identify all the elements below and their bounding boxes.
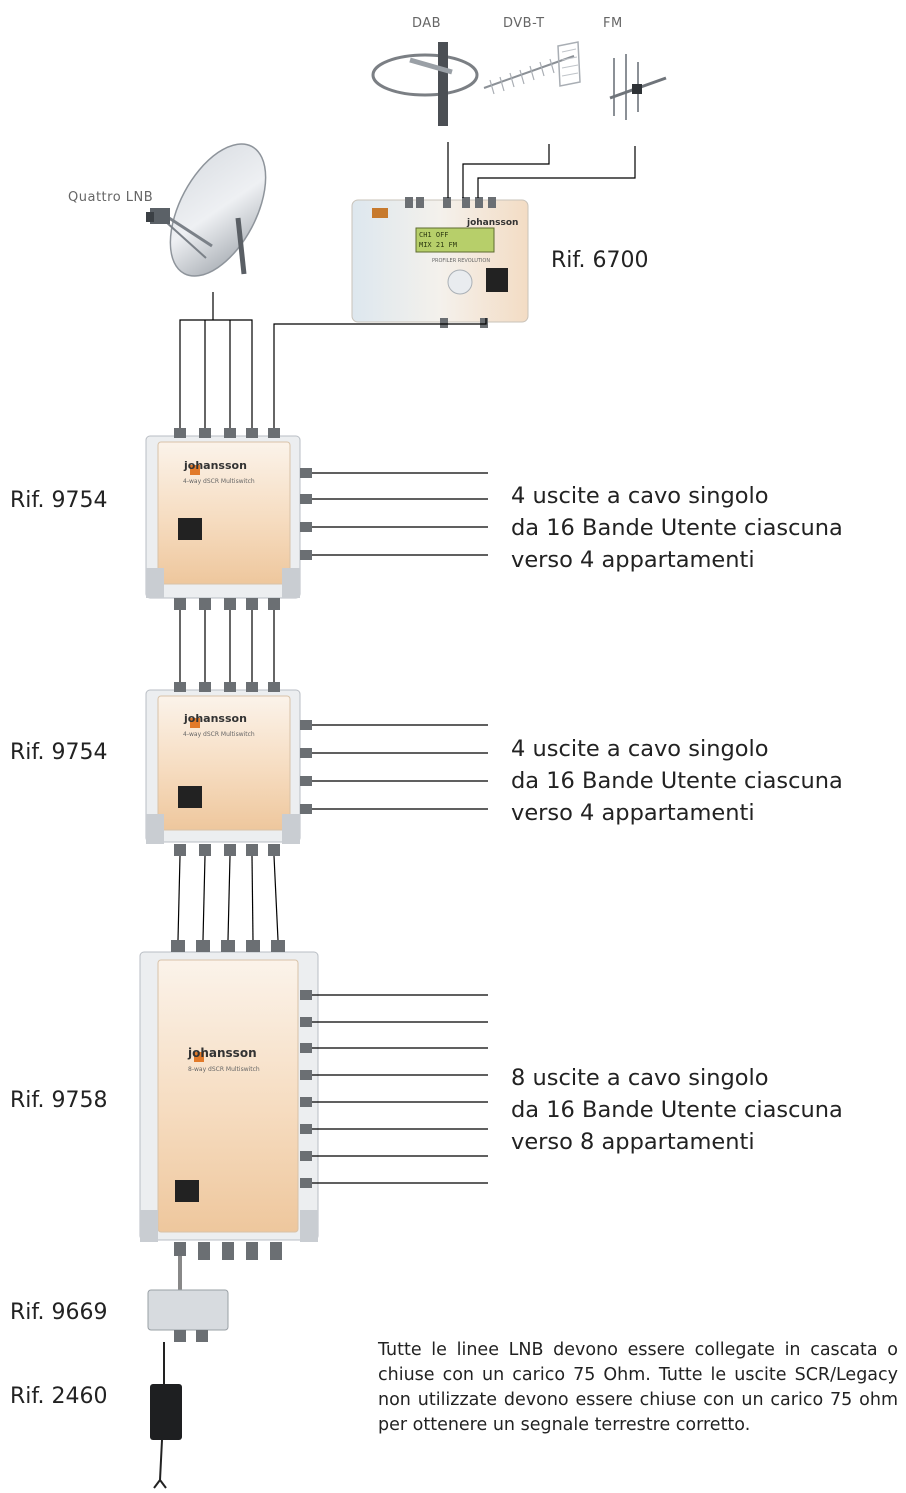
splitter-device (147, 1256, 229, 1342)
ms3-desc-line: verso 8 appartamenti (511, 1129, 755, 1155)
ms3-description: 8 uscite a cavo singolo da 16 Bande Uten… (511, 1062, 843, 1158)
ref-6700: Rif. 6700 (551, 248, 649, 273)
ms3-desc-line: 8 uscite a cavo singolo (511, 1065, 769, 1091)
installation-note: Tutte le linee LNB devono essere collega… (378, 1340, 898, 1435)
profiler-lcd-line2: MIX 21 FM (419, 241, 457, 249)
fm-label: FM (603, 16, 623, 31)
ref-9754-b: Rif. 9754 (10, 740, 108, 765)
ms3-model: 8-way dSCR Multiswitch (188, 1066, 260, 1073)
dab-antenna-icon (371, 42, 479, 126)
profiler-lcd-line1: CH1 OFF (419, 231, 449, 239)
ms2-desc-line: 4 uscite a cavo singolo (511, 736, 769, 762)
dish-label: Quattro LNB (68, 190, 154, 205)
ref-2460: Rif. 2460 (10, 1384, 108, 1409)
power-supply-device (150, 1342, 182, 1489)
ms1-description: 4 uscite a cavo singolo da 16 Bande Uten… (511, 480, 843, 576)
ms1-brand: johansson (184, 459, 247, 472)
ms2-desc-line: verso 4 appartamenti (511, 800, 755, 826)
ms1-desc-line: da 16 Bande Utente ciascuna (511, 515, 843, 541)
antenna-cables (447, 142, 636, 198)
dvbt-antenna-icon (483, 41, 581, 95)
dab-label: DAB (412, 16, 442, 31)
profiler-brand: johansson (467, 218, 519, 228)
fm-antenna-icon (609, 54, 667, 120)
ms2-description: 4 uscite a cavo singolo da 16 Bande Uten… (511, 733, 843, 829)
ms1-desc-line: 4 uscite a cavo singolo (511, 483, 769, 509)
multiswitch-3-device (139, 951, 319, 1242)
satellite-dish-icon (146, 143, 267, 277)
ms1-desc-line: verso 4 appartamenti (511, 547, 755, 573)
ref-9669: Rif. 9669 (10, 1300, 108, 1325)
ref-9758: Rif. 9758 (10, 1088, 108, 1113)
ms2-brand: johansson (184, 712, 247, 725)
output-lines (312, 472, 488, 1184)
ms3-brand: johansson (188, 1046, 257, 1060)
output-connectors (300, 468, 312, 1188)
ms1-model: 4-way dSCR Multiswitch (183, 478, 255, 485)
ms-connectors (171, 428, 285, 1260)
ms3-desc-line: da 16 Bande Utente ciascuna (511, 1097, 843, 1123)
multiswitch-2-device (145, 689, 301, 844)
dvbt-label: DVB-T (503, 16, 545, 31)
ms2-desc-line: da 16 Bande Utente ciascuna (511, 768, 843, 794)
profiler-model: PROFILER REVOLUTION (432, 258, 491, 264)
cascade-cables (177, 610, 279, 941)
multiswitch-1-device (145, 435, 301, 599)
ms2-model: 4-way dSCR Multiswitch (183, 731, 255, 738)
ref-9754-a: Rif. 9754 (10, 488, 108, 513)
lnb-cables (179, 292, 487, 428)
profiler-device (351, 197, 529, 328)
